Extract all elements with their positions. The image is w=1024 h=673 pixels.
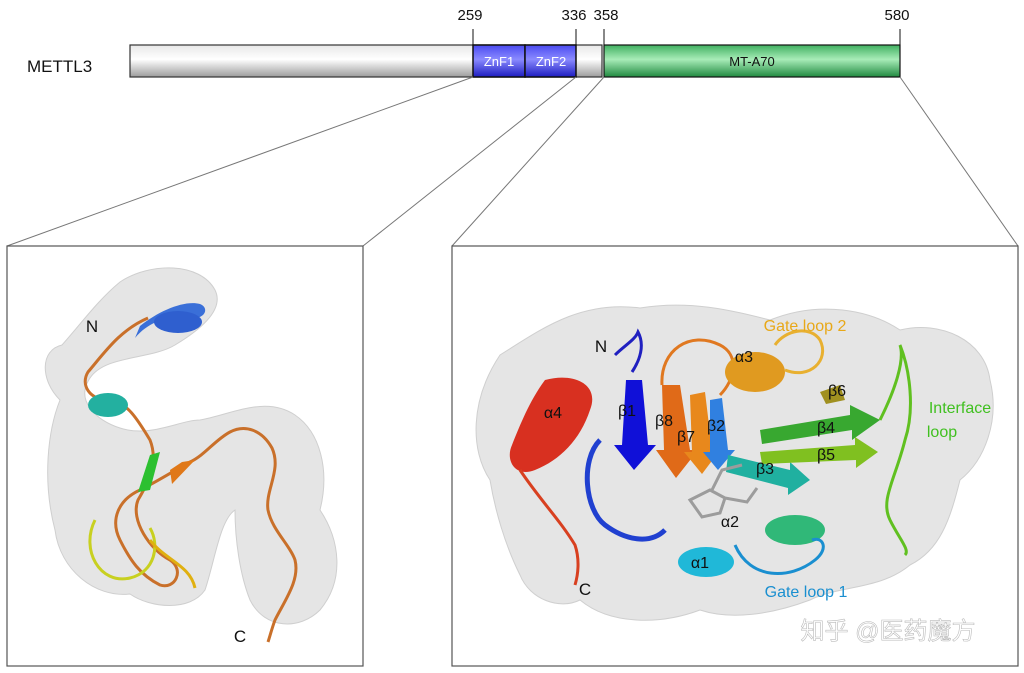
- znf2-domain: [524, 44, 577, 78]
- helix-a4: [509, 377, 593, 472]
- position-259: 259: [457, 7, 482, 24]
- connector-right-a: [451, 76, 605, 247]
- label-a2: α2: [721, 514, 739, 531]
- helix-a1: [678, 547, 734, 577]
- interface-loop-label-line1: Interface: [929, 400, 991, 417]
- znf-c-terminus: C: [234, 627, 246, 646]
- znf-strand-green: [138, 452, 160, 492]
- mta70-structure-panel: N C α4 β1 β8 β7 β2 β3 α3 β6 β4 β5 α2 α1 …: [451, 245, 1019, 667]
- znf-strand-orange: [170, 460, 195, 484]
- znf-loop-gold: [148, 539, 197, 589]
- label-b8: β8: [655, 413, 673, 430]
- watermark: 知乎 @医药魔方: [800, 618, 975, 645]
- mta70-domain: [603, 44, 901, 78]
- helix-a3: [725, 352, 785, 392]
- strand-b2: [703, 398, 735, 470]
- label-b2: β2: [707, 418, 725, 435]
- label-a4: α4: [544, 405, 562, 422]
- label-b4: β4: [817, 420, 835, 437]
- helix-a2: [765, 515, 825, 545]
- znf-structure-panel: N C: [6, 245, 364, 667]
- position-580: 580: [884, 7, 909, 24]
- label-a3: α3: [735, 349, 753, 366]
- gate-loop-1-trace: [733, 537, 825, 575]
- gate-loop-1-label: Gate loop 1: [765, 584, 848, 601]
- strand-b6: [820, 385, 845, 404]
- strand-b5: [760, 437, 878, 468]
- mta70-n-terminus: N: [595, 337, 607, 356]
- label-b6: β6: [828, 383, 846, 400]
- protein-name: METTL3: [27, 57, 92, 76]
- connector-left-b: [362, 76, 577, 247]
- n-terminal-coil: [613, 328, 643, 373]
- c-terminal-tail: [518, 469, 580, 586]
- gate-loop-2-label: Gate loop 2: [764, 318, 847, 335]
- znf-helix-top: [135, 303, 206, 338]
- znf-n-terminus: N: [86, 317, 98, 336]
- mta70-c-terminus: C: [579, 580, 591, 599]
- ligand-sticks: [687, 463, 759, 519]
- interface-loop-label-line2: loop: [927, 424, 957, 441]
- domain-bar: METTL3 ZnF1 ZnF2 MT-A70 259 336 358 580: [27, 7, 910, 78]
- connector-left-a: [6, 76, 474, 247]
- label-b5: β5: [817, 447, 835, 464]
- gate-loop-2-trace: [773, 329, 824, 375]
- znf1-label: ZnF1: [484, 54, 514, 69]
- zoom-connectors: [6, 76, 1019, 247]
- strand-b4: [760, 405, 880, 444]
- position-336: 336: [561, 7, 586, 24]
- position-358: 358: [593, 7, 618, 24]
- loop-blue: [584, 438, 667, 542]
- znf2-label: ZnF2: [536, 54, 566, 69]
- label-b1: β1: [618, 403, 636, 420]
- label-a1: α1: [691, 555, 709, 572]
- connector-right-b: [899, 76, 1019, 247]
- strand-b3: [726, 455, 810, 495]
- label-b7: β7: [677, 429, 695, 446]
- znf-helix-top-body: [154, 311, 202, 333]
- interface-loop-trace: [878, 344, 912, 557]
- znf-helix-teal: [88, 393, 128, 417]
- label-b3: β3: [756, 461, 774, 478]
- strand-b1: [614, 380, 656, 470]
- znf1-domain: [472, 44, 526, 78]
- mta70-label: MT-A70: [729, 54, 775, 69]
